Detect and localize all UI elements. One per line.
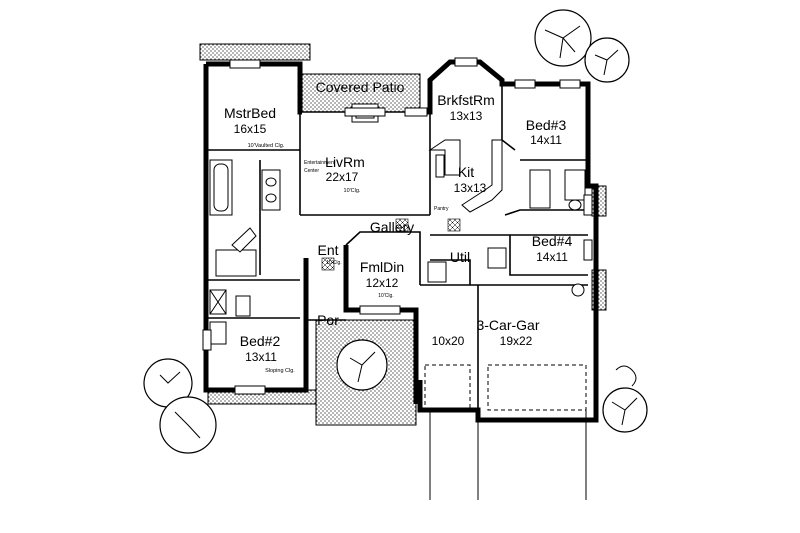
kitchen-counters <box>428 139 503 213</box>
bed3-dims: 14x11 <box>530 133 562 147</box>
gallery-tiles <box>321 218 461 271</box>
tree-top-right <box>534 9 630 83</box>
living-room-ceiling-note: 10'Clg. <box>344 188 361 194</box>
bed2-label: Bed#2 <box>240 333 281 349</box>
bed4-dims: 14x11 <box>536 250 568 264</box>
family-dining-ceiling-note: 10'Clg. <box>378 293 393 299</box>
entertainment-center-label-2: Center <box>304 168 319 174</box>
windows <box>202 57 593 395</box>
master-bath-fixtures <box>209 159 281 277</box>
master-bed-dims: 16x15 <box>234 122 267 136</box>
family-dining-label: FmlDin <box>360 259 404 275</box>
garage-label: 3-Car-Gar <box>476 317 539 333</box>
bed2-ceiling-note: Sloping Clg. <box>265 368 295 374</box>
tree-bottom-left <box>143 358 217 454</box>
hall-bath-fixtures <box>209 289 251 345</box>
breakfast-room-dims: 13x13 <box>450 109 483 123</box>
gallery-label: Gallery <box>370 219 414 235</box>
garage-dims: 19x22 <box>500 334 533 348</box>
living-room-label: LivRm <box>325 154 365 170</box>
living-room-dims: 22x17 <box>326 170 359 184</box>
entertainment-center-label: Entertainment <box>304 160 336 166</box>
covered-patio-label: Covered Patio <box>316 79 405 95</box>
breakfast-room-label: BrkfstRm <box>437 92 495 108</box>
kitchen-dims: 13x13 <box>454 181 487 195</box>
tree-bottom-right <box>602 365 648 433</box>
entry-ceiling-note: 10'Clg. <box>326 260 341 266</box>
bed4-label: Bed#4 <box>532 233 573 249</box>
bed3-label: Bed#3 <box>526 117 567 133</box>
utility-label: Util <box>450 249 470 265</box>
pantry-label: Pantry <box>434 206 449 212</box>
planter-tree <box>336 339 388 391</box>
master-bed-label: MstrBed <box>224 105 276 121</box>
garage-doors <box>424 364 587 500</box>
kitchen-label: Kit <box>458 164 474 180</box>
bed2-dims: 13x11 <box>245 350 277 364</box>
master-bed-ceiling-note: 10'Vaulted Clg. <box>248 143 285 149</box>
garage-bay-dims: 10x20 <box>432 334 465 348</box>
utility-fixtures <box>427 247 585 297</box>
interior-walls <box>206 84 588 410</box>
family-dining-dims: 12x12 <box>366 276 399 290</box>
entry-label: Ent <box>317 242 338 258</box>
porch-label: Por <box>317 312 339 328</box>
bed3-bath-fixtures <box>529 169 586 211</box>
